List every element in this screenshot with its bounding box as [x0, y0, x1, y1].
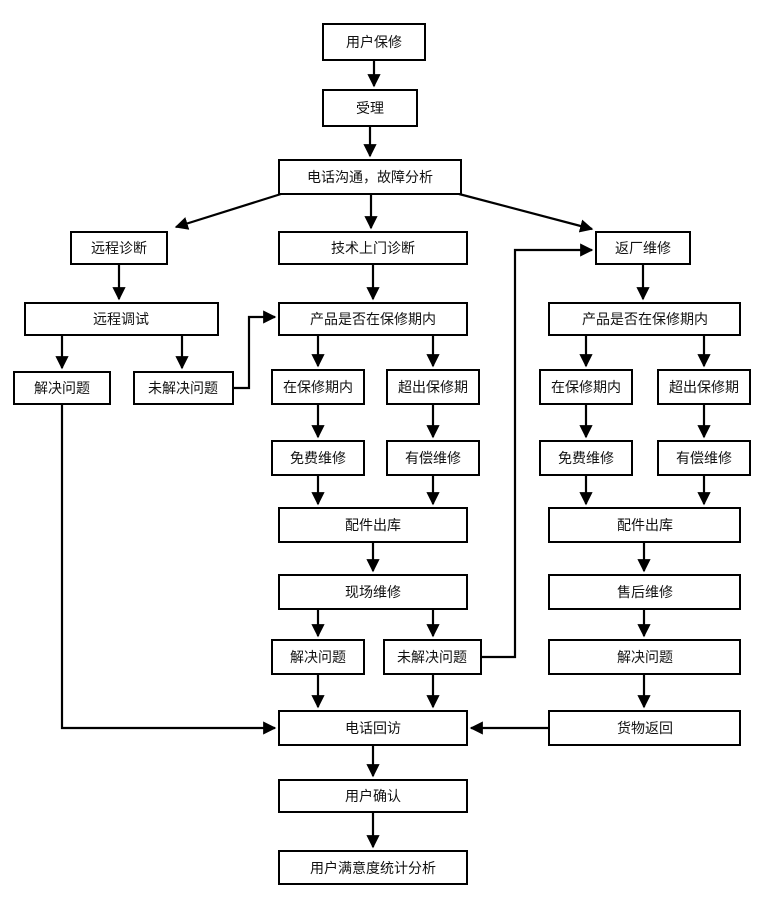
node-label-remote-debug: 远程调试: [93, 312, 149, 328]
edge-phone-analysis-to-factory-repair: [458, 192, 594, 233]
node-label-right-parts-out: 配件出库: [617, 518, 673, 534]
node-label-right-in-warranty: 在保修期内: [551, 380, 621, 396]
node-label-mid-parts-out: 配件出库: [345, 518, 401, 534]
node-label-user-warranty: 用户保修: [346, 34, 402, 51]
node-satisfaction-analysis[interactable]: 用户满意度统计分析: [278, 850, 468, 885]
node-label-remote-diagnosis: 远程诊断: [91, 241, 147, 257]
edge-left-unsolved-to-mid-warranty-question: [233, 310, 277, 390]
node-label-mid-in-warranty: 在保修期内: [283, 380, 353, 396]
node-accept[interactable]: 受理: [322, 89, 418, 127]
node-label-mid-out-warranty: 超出保修期: [398, 380, 468, 396]
edge-phone-analysis-to-remote-diag: [174, 192, 282, 230]
node-label-phone-followup: 电话回访: [345, 721, 401, 737]
node-right-after-fix[interactable]: 售后维修: [548, 574, 741, 610]
node-right-paid-repair[interactable]: 有偿维修: [657, 440, 751, 476]
node-label-mid-unsolved: 未解决问题: [397, 650, 467, 666]
node-label-right-out-warranty: 超出保修期: [669, 380, 739, 396]
node-phone-followup[interactable]: 电话回访: [278, 710, 468, 746]
node-label-mid-warranty-question: 产品是否在保修期内: [310, 312, 436, 328]
node-label-right-free-repair: 免费维修: [558, 451, 614, 467]
node-phone-analysis[interactable]: 电话沟通，故障分析: [278, 159, 462, 195]
node-label-factory-repair: 返厂维修: [615, 241, 671, 257]
node-label-accept: 受理: [356, 101, 384, 117]
node-right-parts-out[interactable]: 配件出库: [548, 507, 741, 543]
node-right-warranty-question[interactable]: 产品是否在保修期内: [548, 302, 741, 336]
node-left-unsolved[interactable]: 未解决问题: [133, 371, 234, 405]
node-remote-diagnosis[interactable]: 远程诊断: [70, 231, 168, 265]
node-layer: 用户保修 受理 电话沟通，故障分析 远程诊断 技术上门诊断: [13, 23, 751, 885]
node-label-left-unsolved: 未解决问题: [148, 381, 218, 397]
node-goods-return[interactable]: 货物返回: [548, 710, 741, 746]
node-mid-onsite-fix[interactable]: 现场维修: [278, 574, 468, 610]
node-user-confirm[interactable]: 用户确认: [278, 779, 468, 813]
node-remote-debug[interactable]: 远程调试: [24, 302, 219, 336]
node-label-right-paid-repair: 有偿维修: [676, 451, 732, 467]
node-left-solved[interactable]: 解决问题: [13, 371, 111, 405]
node-mid-out-warranty[interactable]: 超出保修期: [386, 369, 480, 405]
node-label-onsite-diagnosis: 技术上门诊断: [331, 241, 415, 257]
node-mid-free-repair[interactable]: 免费维修: [271, 440, 365, 476]
node-mid-paid-repair[interactable]: 有偿维修: [386, 440, 480, 476]
node-label-satisfaction-analysis: 用户满意度统计分析: [310, 860, 436, 877]
node-right-out-warranty[interactable]: 超出保修期: [657, 369, 751, 405]
node-label-right-warranty-question: 产品是否在保修期内: [582, 312, 708, 328]
edge-layer: [55, 60, 711, 849]
edge-mid-unsolved-to-factory-repair: [481, 243, 594, 659]
node-right-solved[interactable]: 解决问题: [548, 639, 741, 675]
node-label-user-confirm: 用户确认: [345, 788, 401, 805]
node-onsite-diagnosis[interactable]: 技术上门诊断: [278, 231, 468, 265]
node-mid-unsolved[interactable]: 未解决问题: [383, 639, 482, 675]
node-label-mid-paid-repair: 有偿维修: [405, 451, 461, 467]
node-label-mid-free-repair: 免费维修: [290, 451, 346, 467]
edge-left-solved-to-phone-followup: [60, 404, 277, 735]
node-label-goods-return: 货物返回: [617, 720, 673, 737]
node-label-left-solved: 解决问题: [34, 381, 90, 397]
node-label-mid-onsite-fix: 现场维修: [345, 585, 401, 601]
node-label-right-after-fix: 售后维修: [617, 585, 673, 601]
node-mid-solved[interactable]: 解决问题: [271, 639, 365, 675]
node-label-mid-solved: 解决问题: [290, 650, 346, 666]
node-user-warranty[interactable]: 用户保修: [322, 23, 426, 61]
node-right-in-warranty[interactable]: 在保修期内: [539, 369, 633, 405]
node-factory-repair[interactable]: 返厂维修: [595, 231, 691, 265]
node-label-phone-analysis: 电话沟通，故障分析: [307, 170, 433, 186]
node-label-right-solved: 解决问题: [617, 650, 673, 666]
node-mid-warranty-question[interactable]: 产品是否在保修期内: [278, 302, 468, 336]
node-mid-parts-out[interactable]: 配件出库: [278, 507, 468, 543]
node-right-free-repair[interactable]: 免费维修: [539, 440, 633, 476]
node-mid-in-warranty[interactable]: 在保修期内: [271, 369, 365, 405]
